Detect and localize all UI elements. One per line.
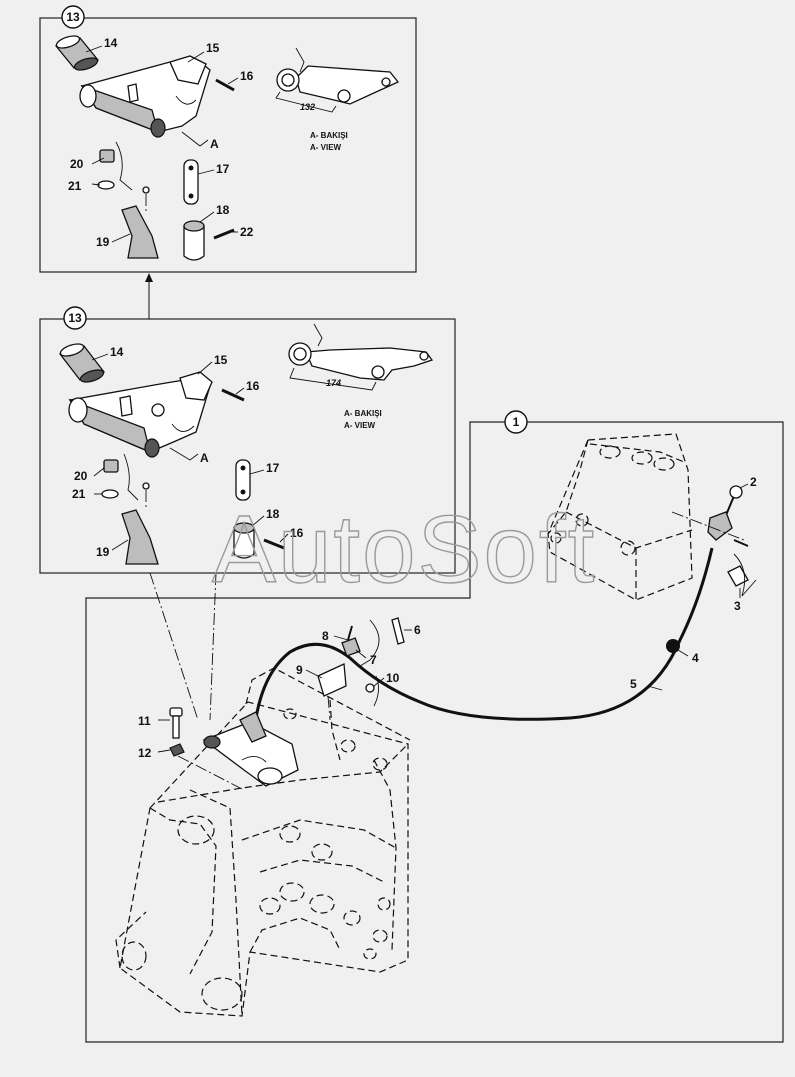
detail-connector-right bbox=[209, 572, 217, 721]
callout-7: 7 bbox=[370, 653, 377, 667]
pin-3 bbox=[727, 553, 757, 597]
lower-bracket-19 bbox=[121, 509, 159, 565]
lower-callout-18: 18 bbox=[266, 507, 280, 521]
bolt-11 bbox=[169, 707, 183, 739]
callout-5: 5 bbox=[630, 677, 637, 691]
upper-detail-frame bbox=[39, 17, 417, 273]
group-marker-13-lower-label: 13 bbox=[68, 311, 82, 325]
lower-washer-21 bbox=[101, 489, 119, 499]
nut-12 bbox=[169, 743, 185, 757]
lower-callout-16b: 16 bbox=[290, 526, 304, 540]
lower-pin-16 bbox=[263, 538, 285, 550]
upper-view-caption-tr: A- BAKIŞI bbox=[310, 131, 348, 140]
upper-callout-14: 14 bbox=[104, 36, 118, 50]
upper-callout-18: 18 bbox=[216, 203, 230, 217]
callout-8: 8 bbox=[322, 629, 329, 643]
lower-view-caption-en: A- VIEW bbox=[344, 421, 376, 430]
seat-console-outline bbox=[547, 433, 693, 601]
callout-9: 9 bbox=[296, 663, 303, 677]
group-marker-1: 1 bbox=[504, 410, 528, 434]
lower-view-arrow bbox=[169, 447, 199, 461]
group-marker-1-label: 1 bbox=[513, 415, 520, 429]
upper-link-17 bbox=[183, 159, 199, 205]
nut-10 bbox=[365, 683, 375, 693]
watermark-text: AutoSoft bbox=[212, 496, 596, 603]
clamp-7 bbox=[341, 637, 361, 657]
lower-callout-15: 15 bbox=[214, 353, 228, 367]
upper-detail-parts: A 132 A- BAKIŞI A- VIEW bbox=[54, 35, 400, 261]
detail-connector-left bbox=[149, 572, 199, 721]
upper-callout-19: 19 bbox=[96, 235, 110, 249]
callout-10: 10 bbox=[386, 671, 400, 685]
upper-roll-pin-16 bbox=[215, 78, 235, 92]
lower-callout-21: 21 bbox=[72, 487, 86, 501]
lower-pin-14 bbox=[58, 343, 106, 383]
lower-detail-parts: A 174 A- BAKIŞI A- VIEW bbox=[58, 323, 434, 565]
upper-view-arrow bbox=[181, 131, 209, 147]
bolt-axis bbox=[177, 755, 245, 791]
lower-dimension-label: 174 bbox=[326, 378, 341, 388]
upper-bolt-20 bbox=[99, 141, 133, 191]
upper-dimension-label: 132 bbox=[300, 102, 315, 112]
lower-callout-20: 20 bbox=[74, 469, 88, 483]
screw-8 bbox=[347, 625, 353, 641]
callout-12: 12 bbox=[138, 746, 152, 760]
upper-hook-15 bbox=[79, 55, 211, 138]
control-lever-2 bbox=[671, 485, 749, 547]
callout-6: 6 bbox=[414, 623, 421, 637]
cable-bracket-parts bbox=[317, 617, 405, 721]
main-leader-lines bbox=[157, 483, 749, 753]
upper-callout-21: 21 bbox=[68, 179, 82, 193]
lower-detail-frame bbox=[39, 318, 456, 574]
lower-link-17 bbox=[235, 459, 251, 501]
control-cable-5 bbox=[254, 547, 714, 721]
upper-washer-21 bbox=[97, 180, 115, 190]
callout-4: 4 bbox=[692, 651, 699, 665]
lower-view-caption-tr: A- BAKIŞI bbox=[344, 409, 382, 418]
upper-callout-15: 15 bbox=[206, 41, 220, 55]
lower-callout-14: 14 bbox=[110, 345, 124, 359]
callout-3: 3 bbox=[734, 599, 741, 613]
callout-11: 11 bbox=[138, 714, 151, 728]
lower-roll-pin-16 bbox=[221, 388, 245, 402]
lower-bolt-20 bbox=[103, 459, 119, 473]
group-marker-13-upper-label: 13 bbox=[66, 10, 80, 24]
group-marker-13-upper: 13 bbox=[61, 5, 85, 29]
hitch-frame-assembly bbox=[115, 667, 411, 1017]
lower-callout-17: 17 bbox=[266, 461, 280, 475]
upper-callout-22: 22 bbox=[240, 225, 254, 239]
upper-callout-20: 20 bbox=[70, 157, 84, 171]
upper-pin-14 bbox=[54, 35, 100, 71]
bolt-6 bbox=[391, 617, 405, 645]
lower-view-marker: A bbox=[200, 451, 209, 465]
lower-small-nut bbox=[142, 482, 150, 490]
lower-callout-19: 19 bbox=[96, 545, 110, 559]
upper-pin-22 bbox=[213, 228, 235, 240]
upper-view-caption-en: A- VIEW bbox=[310, 143, 342, 152]
lower-a-view-sketch: 174 A- BAKIŞI A- VIEW bbox=[288, 323, 434, 430]
upper-callout-16: 16 bbox=[240, 69, 254, 83]
group-marker-13-lower: 13 bbox=[63, 306, 87, 330]
callout-2: 2 bbox=[750, 475, 757, 489]
main-assembly-frame bbox=[85, 421, 784, 1043]
upper-small-nut bbox=[142, 186, 150, 194]
lower-sleeve-18 bbox=[233, 522, 255, 559]
upper-view-marker: A bbox=[210, 137, 219, 151]
bracket-9 bbox=[317, 663, 347, 697]
upper-bracket-19 bbox=[121, 205, 159, 259]
lower-hook-15 bbox=[68, 371, 213, 458]
lower-callout-16: 16 bbox=[246, 379, 260, 393]
hitch-hook-assembly bbox=[202, 711, 299, 787]
upper-a-view-sketch: 132 A- BAKIŞI A- VIEW bbox=[275, 47, 400, 152]
upper-sleeve-18 bbox=[183, 220, 205, 261]
cable-clip-4 bbox=[666, 639, 680, 653]
upper-callout-17: 17 bbox=[216, 162, 230, 176]
upward-arrow-head bbox=[145, 273, 153, 282]
